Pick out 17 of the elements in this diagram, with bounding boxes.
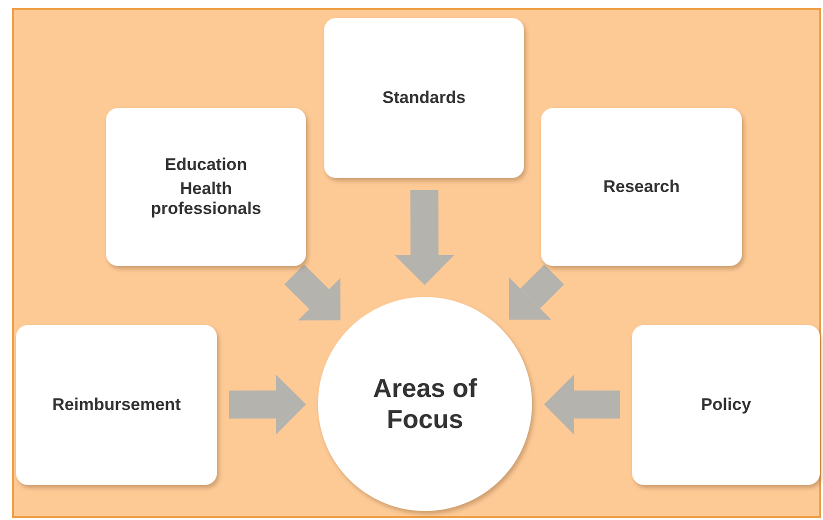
node-label: Standards [382, 88, 466, 108]
block-arrow [394, 190, 455, 285]
content-box [324, 18, 524, 178]
node-label: Areas of Focus [372, 372, 478, 436]
node-label: Reimbursement [52, 395, 181, 415]
node-label: Health professionals [150, 179, 262, 219]
block-arrow [228, 374, 306, 434]
content-box [632, 325, 820, 485]
node-label: Policy [700, 395, 752, 415]
content-box [106, 108, 306, 266]
node-label: Research [603, 177, 680, 197]
block-arrow [544, 374, 620, 434]
block-arrow [284, 264, 340, 320]
block-arrow [509, 264, 564, 320]
node-label: Education [164, 155, 248, 175]
content-box [16, 325, 217, 485]
content-box [541, 108, 742, 266]
